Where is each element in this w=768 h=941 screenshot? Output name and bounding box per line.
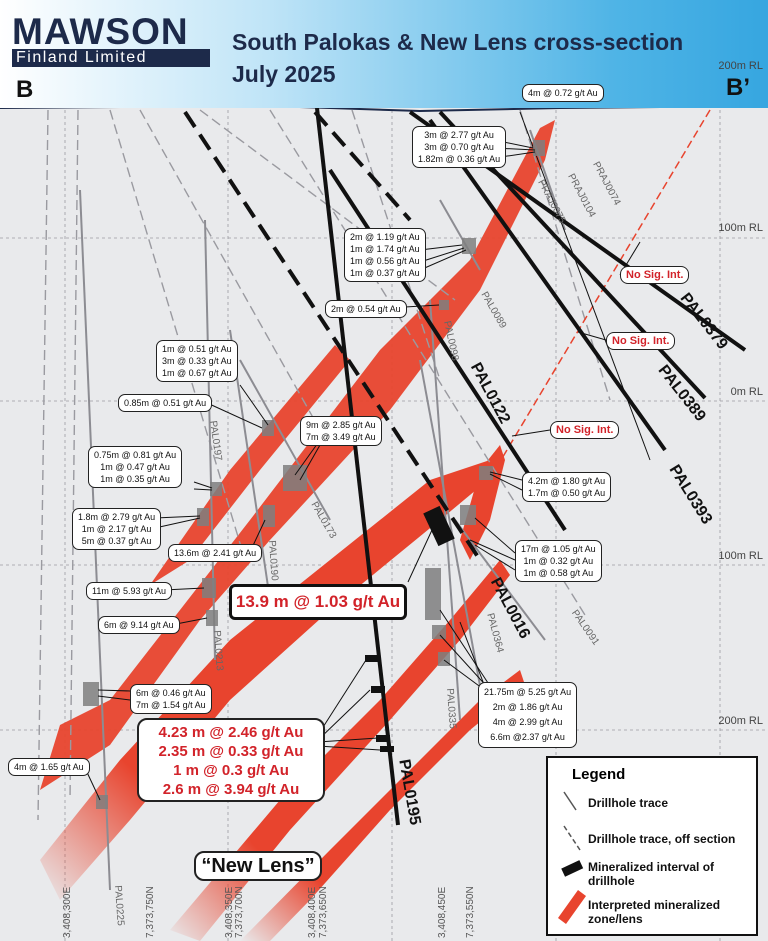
callout-result: 2m @ 0.54 g/t Au <box>325 300 407 318</box>
highlight-results-pal0195: 4.23 m @ 2.46 g/t Au 2.35 m @ 0.33 g/t A… <box>137 718 325 802</box>
result-line: 1 m @ 0.3 g/t Au <box>173 762 289 779</box>
legend-item-mineralized-zone: Interpreted mineralized zone/lens <box>588 898 721 926</box>
main-drillholes <box>183 107 747 826</box>
coord-label: 3,408,300E <box>62 886 73 938</box>
drillhole-trace-symbol <box>563 791 577 811</box>
coord-label: 7,373,750N <box>145 886 156 938</box>
drillhole-offsection-symbol <box>563 825 581 851</box>
company-logo: MAWSON Finland Limited <box>8 9 214 67</box>
no-sig-int-label: No Sig. Int. <box>550 421 620 439</box>
legend-item-mineralized-interval: Mineralized interval of drillhole <box>588 860 715 888</box>
coord-label: 3,408,400E <box>307 886 318 938</box>
coord-label: 3,408,450E <box>437 886 448 938</box>
coord-label: 7,373,550N <box>465 886 476 938</box>
callout-result: 11m @ 5.93 g/t Au <box>86 582 173 600</box>
new-lens-label: “New Lens” <box>194 851 322 881</box>
grid-label-100m-top: 100m RL <box>718 222 763 234</box>
lens-right <box>460 445 505 560</box>
figure-date: July 2025 <box>232 61 336 87</box>
legend-item-drillhole-offsection: Drillhole trace, off section <box>588 832 736 846</box>
mineralized-zone-symbol <box>558 890 586 924</box>
mineralized-interval-symbol <box>561 860 584 877</box>
lens-lower-2 <box>170 560 510 941</box>
legend-item-drillhole: Drillhole trace <box>588 796 669 810</box>
result-line: 2.6 m @ 3.94 g/t Au <box>162 781 300 798</box>
callout-result: 6m @ 9.14 g/t Au <box>98 616 180 634</box>
legend-symbols <box>558 791 586 924</box>
callout-result: 4m @ 1.65 g/t Au <box>8 758 90 776</box>
logo-sub-text: Finland Limited <box>12 49 210 67</box>
lens-upper <box>40 120 555 790</box>
no-sig-int-label: No Sig. Int. <box>606 332 676 350</box>
callout-result: 13.6m @ 2.41 g/t Au <box>168 544 263 562</box>
section-label-right: B’ <box>726 74 750 101</box>
callout-result: 0.85m @ 0.51 g/t Au <box>118 394 213 412</box>
legend: Legend Drillhole trace Drillhole trace, … <box>546 756 758 936</box>
section-label-left: B <box>16 76 34 103</box>
grid-label-100m-bottom: 100m RL <box>718 550 763 562</box>
coord-label: 7,373,650N <box>318 886 329 938</box>
result-line: 4.23 m @ 2.46 g/t Au <box>158 724 304 741</box>
result-line: 2.35 m @ 0.33 g/t Au <box>158 743 304 760</box>
grid-label-0m: 0m RL <box>730 386 763 398</box>
logo-main-text: MAWSON <box>12 11 189 52</box>
figure-title: South Palokas & New Lens cross-section <box>232 29 684 55</box>
coord-label: 7,373,700N <box>234 886 245 938</box>
no-sig-int-label: No Sig. Int. <box>620 266 690 284</box>
grid-label-200m-top: 200m RL <box>718 60 763 72</box>
highlight-result-pal0122: 13.9 m @ 1.03 g/t Au <box>229 584 407 620</box>
grid-label-200m-bottom: 200m RL <box>718 715 763 727</box>
black-intervals <box>365 505 455 752</box>
callout-result: 4m @ 0.72 g/t Au <box>522 84 604 102</box>
legend-title: Legend <box>572 766 626 783</box>
